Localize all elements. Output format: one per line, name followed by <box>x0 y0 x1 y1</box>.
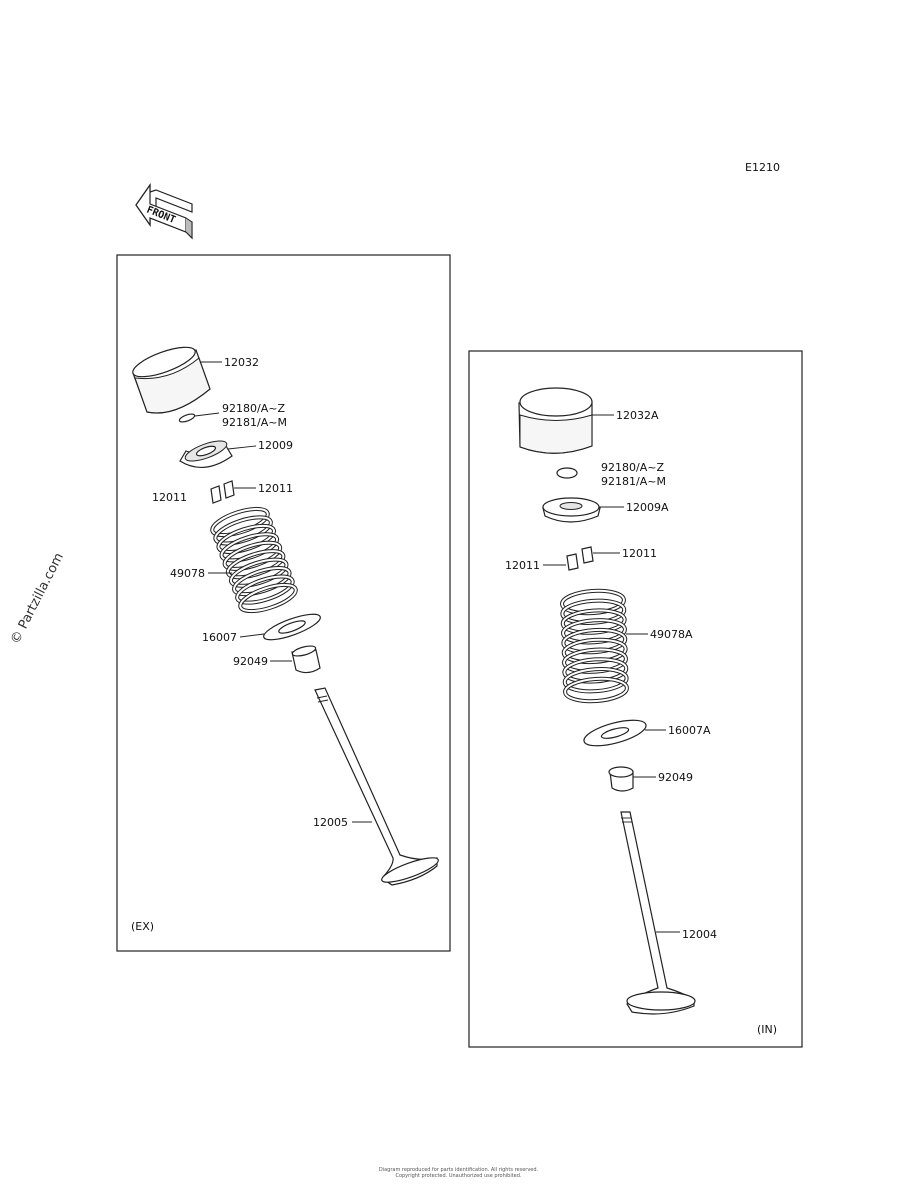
in-spring-label: 49078A <box>650 628 693 641</box>
in-valve-label: 12004 <box>682 928 717 941</box>
in-seat-label: 16007A <box>668 724 711 737</box>
ex-shim-drawing <box>178 413 196 423</box>
in-tappet-drawing <box>518 387 593 454</box>
in-shim-b-label: 92181/A~M <box>601 475 666 488</box>
ex-seat-drawing <box>263 613 321 641</box>
in-shim-a-label: 92180/A~Z <box>601 461 664 474</box>
ex-valve-label: 12005 <box>313 816 348 829</box>
ex-valve-drawing <box>314 687 439 886</box>
in-retainer-drawing <box>542 497 601 523</box>
diagram-code: E1210 <box>745 161 780 174</box>
ex-seal-label: 92049 <box>233 655 268 668</box>
ex-panel-tag: (EX) <box>131 920 154 933</box>
ex-shim-b-label: 92181/A~M <box>222 416 287 429</box>
in-cotter-right-label: 12011 <box>622 547 657 560</box>
in-retainer-label: 12009A <box>626 501 669 514</box>
footer-line-2: Copyright protected. Unauthorized use pr… <box>395 1173 522 1179</box>
ex-cotter-left-label: 12011 <box>152 491 187 504</box>
in-cotter-left-label: 12011 <box>505 559 540 572</box>
ex-spring-drawing <box>210 506 298 614</box>
ex-retainer-drawing <box>179 440 233 468</box>
front-arrow-icon: FRONT <box>135 183 193 240</box>
ex-seat-label: 16007 <box>202 631 237 644</box>
footer-copyright: Diagram reproduced for parts identificat… <box>0 1167 917 1179</box>
ex-cotter-right-label: 12011 <box>258 482 293 495</box>
in-panel-tag: (IN) <box>757 1023 777 1036</box>
in-seal-label: 92049 <box>658 771 693 784</box>
in-spring-drawing <box>560 588 629 704</box>
ex-retainer-label: 12009 <box>258 439 293 452</box>
ex-seal-drawing <box>291 645 321 674</box>
ex-spring-label: 49078 <box>170 567 205 580</box>
in-cotters-drawing <box>566 546 594 571</box>
in-seal-drawing <box>608 766 634 792</box>
footer-line-1: Diagram reproduced for parts identificat… <box>378 1167 539 1173</box>
ex-shim-a-label: 92180/A~Z <box>222 402 285 415</box>
in-panel-frame <box>468 350 803 1048</box>
ex-cotters-drawing <box>210 480 235 504</box>
ex-tappet-label: 12032 <box>224 356 259 369</box>
in-tappet-label: 12032A <box>616 409 659 422</box>
in-shim-drawing <box>556 467 578 479</box>
in-valve-drawing <box>620 811 696 1015</box>
in-seat-drawing <box>583 719 647 747</box>
ex-tappet-drawing <box>132 346 211 414</box>
ex-panel-frame <box>116 254 451 952</box>
